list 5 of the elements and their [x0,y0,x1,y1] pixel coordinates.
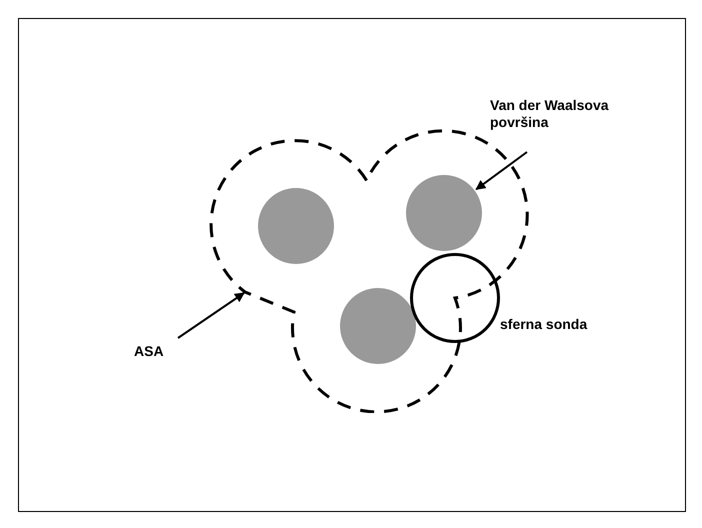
arrow [177,292,245,339]
arrow [475,151,528,190]
callout-label: Van der Waalsova površina [490,97,610,131]
callout-label: ASA [134,343,194,360]
probe-label: sferna sonda [500,316,588,333]
